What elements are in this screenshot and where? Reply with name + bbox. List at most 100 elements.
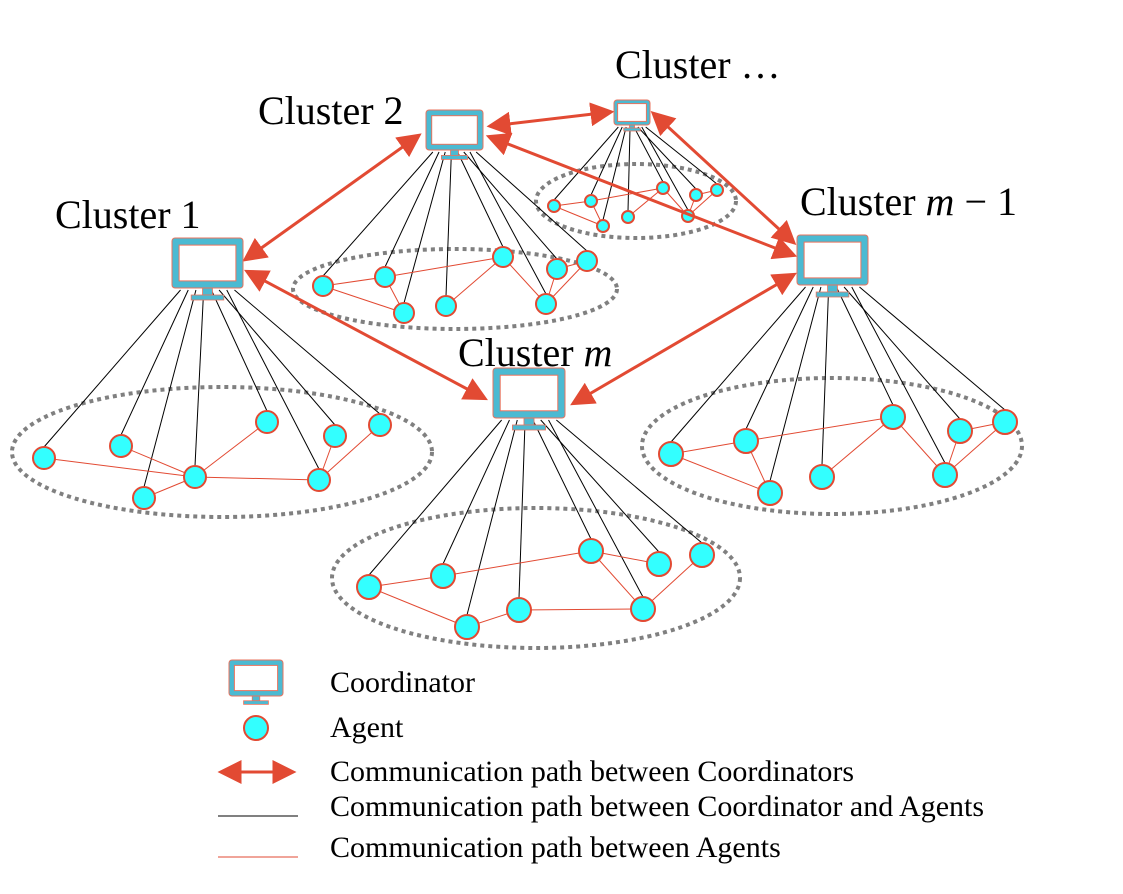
cluster-m-minus-1-label: Cluster m − 1 (800, 179, 1017, 224)
cluster-m-coordinator-agent-link (532, 419, 592, 540)
monitor-base (190, 294, 225, 301)
cluster-2-agent (576, 250, 598, 272)
cluster-2-agent (492, 246, 514, 268)
cluster-etc-agent-link (553, 205, 604, 227)
coordinator-link-cluster-m-minus-1-cluster-m (570, 272, 797, 406)
monitor-base (623, 127, 641, 132)
cluster-2-coordinator-agent-link (469, 151, 547, 295)
cluster-2-label: Cluster 2 (258, 88, 404, 133)
cluster-m-minus-1-agent-link (944, 421, 1006, 476)
cluster-m-minus-1-boundary (640, 376, 1024, 516)
cluster-etc-agent (621, 210, 635, 224)
legend-coordinator-label: Coordinator (330, 666, 475, 699)
cluster-1-agent-link (194, 421, 268, 478)
cluster-m-agent-link (518, 608, 644, 611)
cluster-1-agent (109, 434, 133, 458)
cluster-2-agent-link (384, 256, 504, 278)
monitor-screen (617, 103, 647, 122)
cluster-2-coordinator-icon (425, 109, 484, 160)
cluster-m-agent-link (442, 550, 592, 577)
cluster-1-agent-link (194, 476, 320, 481)
cluster-etc-agent (710, 183, 724, 197)
cluster-1-coordinator-icon (171, 237, 244, 301)
cluster-1-agent (32, 446, 56, 470)
cluster-m-minus-1-coordinator-agent-link (769, 286, 822, 482)
monitor-base (440, 154, 469, 160)
monitor-screen (499, 374, 559, 412)
cluster-1-agent (323, 424, 347, 448)
monitor-screen (178, 244, 237, 282)
cluster-2-coordinator-agent-link (457, 151, 504, 248)
coordinator-link-cluster-1-cluster-2 (242, 133, 422, 262)
cluster-m-minus-1-agent-link (670, 453, 771, 494)
cluster-2-coordinator-agent-link (463, 151, 558, 260)
cluster-m-minus-1-coordinator-agent-link (835, 286, 894, 406)
cluster-1-agent-link (318, 424, 381, 481)
cluster-m-coordinator-agent-link (368, 419, 503, 576)
cluster-m-label: Cluster m (458, 330, 612, 375)
cluster-etc-agent (584, 194, 598, 208)
cluster-m-minus-1-agent (757, 480, 783, 506)
cluster-m-agent (630, 596, 656, 622)
cluster-2-agent (312, 275, 334, 297)
cluster-2-agent (374, 266, 396, 288)
coordinator-links (242, 102, 798, 406)
cluster-1-agent (255, 410, 279, 434)
cluster-etc-coordinator-agent-link (633, 126, 664, 183)
cluster-m-minus-1-coordinator-agent-link (859, 286, 1006, 411)
cluster-m-minus-1-agent (658, 441, 684, 467)
cluster-1-label: Cluster 1 (55, 192, 201, 237)
legend-coordinator-icon (228, 659, 284, 705)
cluster-1-agent (368, 413, 392, 437)
cluster-m-coordinator-agent-link (548, 419, 644, 598)
cluster-m-minus-1-agent (992, 409, 1018, 435)
cluster-m-agent-link (368, 586, 468, 628)
cluster-etc-agent (656, 181, 670, 195)
cluster-1-coordinator-agent-link (120, 289, 189, 436)
coordinators (171, 99, 869, 431)
cluster-m-agent-link (642, 554, 703, 610)
legend-agent-path-label: Communication path between Agents (330, 831, 781, 864)
cluster-2-coordinator-agent-link (403, 151, 446, 304)
legend-monitor-icon (228, 659, 284, 705)
cluster-2-agent (546, 258, 568, 280)
cluster-m-minus-1-coordinator-agent-link (745, 286, 814, 430)
cluster-1-coordinator-agent-link (43, 289, 181, 448)
cluster-m-agent (646, 551, 672, 577)
legend: Coordinator Agent Communication path bet… (217, 659, 984, 864)
cluster-m-minus-1-agent (733, 428, 759, 454)
legend-coordinator-path-label: Communication path between Coordinators (330, 755, 854, 788)
cluster-m-minus-1-agent (932, 462, 958, 488)
cluster-m-minus-1-coordinator-agent-link (843, 286, 961, 420)
cluster-m-coordinator-agent-link (556, 419, 703, 544)
cluster-m-coordinator-agent-link (518, 419, 526, 599)
coordinator-link-cluster-etc-cluster-m-minus-1 (650, 110, 797, 246)
cluster-2-agent (435, 295, 457, 317)
monitor-screen (803, 241, 862, 279)
cluster-m-minus-1-agent (809, 464, 835, 490)
monitor-base (815, 291, 850, 298)
cluster-1-coordinator-agent-link (234, 289, 381, 415)
monitor-base (243, 700, 269, 705)
cluster-1-coordinator-agent-link (194, 289, 205, 467)
cluster-1-boundary (10, 385, 434, 519)
monitor-screen (431, 115, 478, 145)
cluster-m-coordinator-agent-link (442, 419, 510, 565)
cluster-m-minus-1-agent (880, 404, 906, 430)
cluster-2-agent-link (445, 256, 504, 307)
legend-agent-icon (243, 715, 269, 741)
cluster-2-coordinator-agent-link (445, 151, 452, 297)
cluster-1-agent (132, 486, 156, 510)
cluster-m-boundary (330, 506, 742, 650)
cluster-m-minus-1-agent (947, 418, 973, 444)
cluster-etc-coordinator-agent-link (645, 126, 718, 185)
cluster-2-agent (535, 293, 557, 315)
cluster-m-minus-1-agent-link (821, 416, 894, 478)
monitor-screen (233, 664, 279, 692)
coordinator-link-cluster-1-cluster-m (244, 269, 488, 401)
monitor-base (512, 424, 546, 431)
cluster-m-minus-1-coordinator-agent-link (670, 286, 806, 443)
cluster-etc-coordinator-agent-link (627, 126, 631, 212)
cluster-m-agent (689, 542, 715, 568)
